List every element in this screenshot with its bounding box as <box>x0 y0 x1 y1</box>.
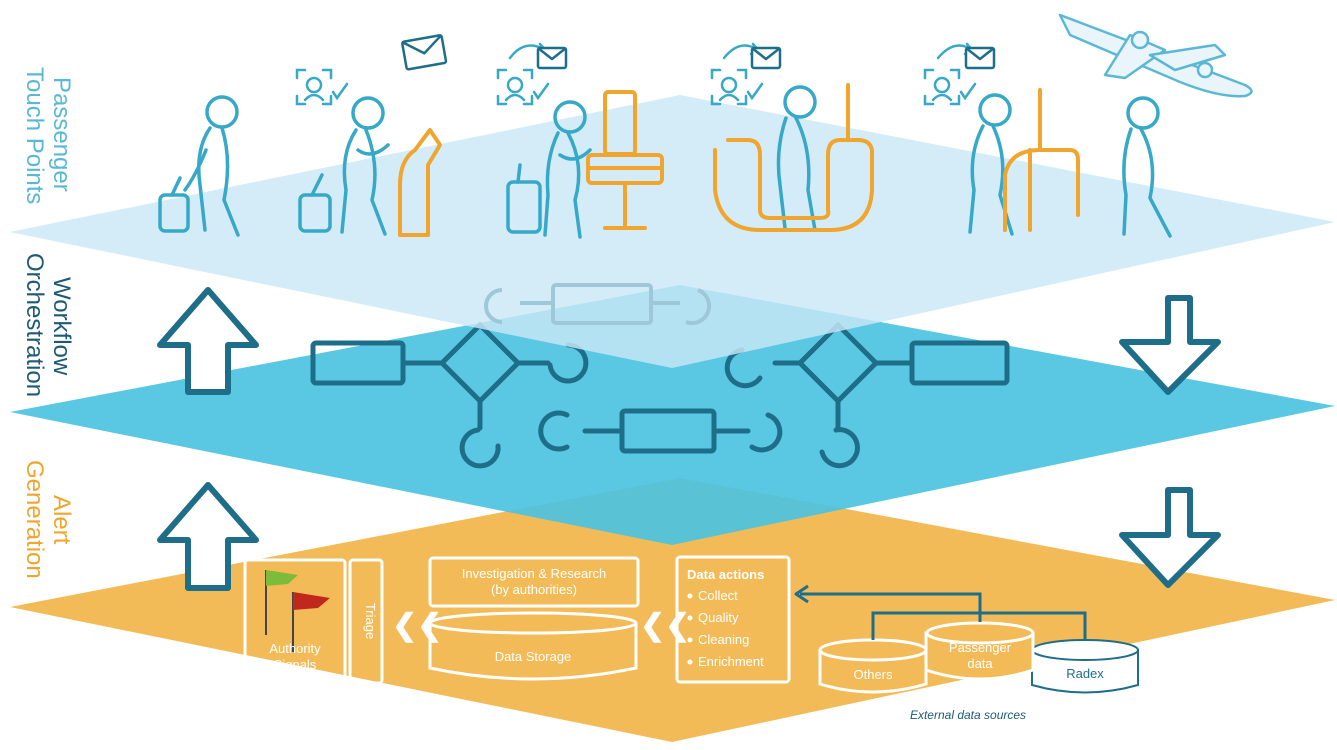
workflow-event <box>459 427 501 469</box>
data-action-item: Enrichment <box>698 654 764 669</box>
data-action-item: Quality <box>698 610 739 625</box>
touchpoints-label: Touch Points <box>21 67 48 204</box>
down-arrow-icon <box>1119 295 1221 395</box>
workflow-plane <box>10 285 1335 545</box>
passenger-kiosk-icon <box>298 96 390 236</box>
passenger-data-source-cylinder <box>924 621 1035 681</box>
kiosk-icon <box>398 128 442 237</box>
envelope-icon <box>964 46 996 70</box>
passenger-data-label: Passenger <box>949 640 1012 655</box>
investigation-label: (by authorities) <box>491 582 577 597</box>
bullet <box>687 615 693 621</box>
bullet <box>687 593 693 599</box>
down-arrow-icon <box>1119 487 1221 588</box>
touchpoints-label: Passenger <box>48 77 75 192</box>
data-actions-box <box>675 555 791 684</box>
source-connectors <box>794 584 1087 640</box>
passenger-boarding-icon <box>968 93 1014 236</box>
face-scan-icon <box>295 68 349 106</box>
data-actions-title: Data actions <box>687 567 764 582</box>
envelope-icon <box>750 46 782 70</box>
workflow-label: Orchestration <box>21 253 48 397</box>
up-arrow-icon <box>157 287 259 395</box>
chevron-left-icon: ❮❮ <box>392 609 442 643</box>
workflow-event <box>749 412 783 453</box>
alert-label: Alert <box>48 495 75 545</box>
radex-source-label: Radex <box>1066 666 1104 681</box>
passenger-gate-icon <box>776 85 817 232</box>
workflow-ghost-nodes <box>484 283 712 326</box>
data-action-item: Collect <box>698 588 738 603</box>
passenger-departing-icon <box>1122 96 1172 238</box>
envelope-icon <box>401 34 448 71</box>
passenger-walking-icon <box>158 95 240 237</box>
face-scan-icon <box>923 68 977 106</box>
authority-signals-label: Signals <box>274 657 317 672</box>
workflow-event <box>538 410 570 452</box>
authority-signals-label: Authority <box>269 641 321 656</box>
triage-box <box>348 558 384 685</box>
external-sources-caption: External data sources <box>910 708 1026 722</box>
desk-computer-icon <box>586 90 664 230</box>
security-gate-icon <box>713 138 874 232</box>
alert-label: Generation <box>21 460 48 579</box>
others-source-label: Others <box>853 667 893 682</box>
triage-label: Triage <box>363 603 378 639</box>
workflow-graph <box>310 321 1010 469</box>
bullet <box>687 637 693 643</box>
workflow-label: Workflow <box>48 277 75 376</box>
airplane-icon <box>1058 13 1253 98</box>
red-flag-icon <box>292 592 330 652</box>
passenger-desk-icon <box>506 100 592 239</box>
boarding-gate-icon <box>1003 148 1080 232</box>
alert-plane <box>10 478 1335 742</box>
up-arrow-icon <box>157 482 259 591</box>
investigation-box <box>428 556 640 608</box>
green-flag-icon <box>265 570 298 635</box>
data-storage-label: Data Storage <box>495 649 572 664</box>
data-storage-cylinder <box>428 611 638 681</box>
data-action-item: Cleaning <box>698 632 749 647</box>
envelope-icon <box>536 46 568 70</box>
workflow-task-box <box>909 340 1010 386</box>
bullet <box>687 659 693 665</box>
workflow-event <box>819 427 860 469</box>
passenger-data-label: data <box>967 656 993 671</box>
face-scan-icon <box>710 68 764 106</box>
radex-source-cylinder <box>1031 639 1139 694</box>
investigation-label: Investigation & Research <box>462 566 607 581</box>
authority-signals-box <box>243 558 347 685</box>
face-scan-icon <box>496 68 550 106</box>
chevron-left-icon: ❮❮ <box>640 609 690 643</box>
